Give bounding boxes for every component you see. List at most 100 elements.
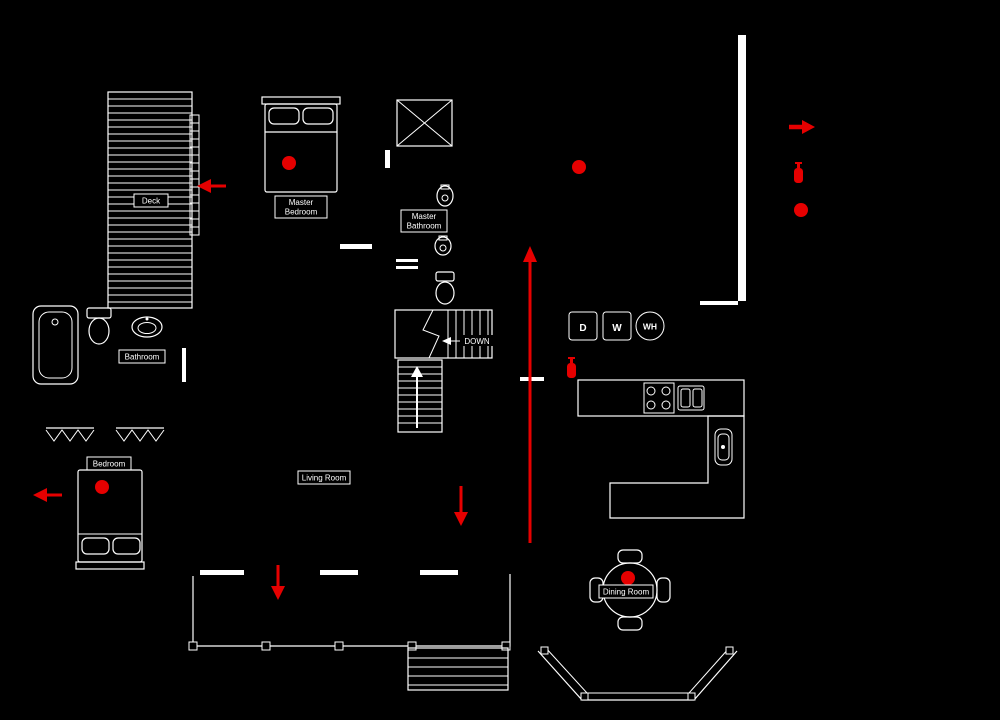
bathtub-inner: [38, 311, 73, 379]
master-bathroom-fixtures: [434, 184, 455, 305]
master-bedroom-label-line1: Master: [289, 198, 314, 207]
smoke-detector-hall: [572, 160, 586, 174]
tub-drain: [51, 318, 59, 326]
bedroom-label: Bedroom: [93, 460, 126, 469]
closet-outline: [396, 99, 453, 147]
sink-basin: [692, 388, 703, 408]
escape-arrow-down-head: [454, 512, 468, 526]
fire-extinguisher-kitchen: [567, 357, 576, 378]
toilet-bowl: [435, 281, 455, 305]
bed-pillow: [81, 537, 110, 555]
vanity-sink-basin: [137, 322, 157, 334]
dining-set: Dining Room: [589, 549, 671, 631]
kitchen-peninsula: [609, 415, 745, 519]
sink-drain: [441, 194, 449, 202]
porch-post: [501, 641, 511, 651]
escape-arrow-main-head: [523, 246, 537, 262]
escape-arrow-deck-head: [197, 179, 211, 193]
window-symbols: [45, 427, 165, 442]
window: [520, 377, 544, 381]
washer-label: W: [612, 323, 622, 334]
smoke-detector-bedroom: [95, 480, 109, 494]
door-opening: [396, 266, 418, 269]
stove-burner: [661, 400, 671, 410]
porch: [188, 574, 511, 651]
master-bathroom-label-group: Master Bathroom: [400, 209, 448, 233]
escape-arrow-porch-head: [271, 586, 285, 600]
bay-porch-outer: [537, 650, 738, 701]
escape-arrow-bedroom-head: [33, 488, 47, 502]
extinguisher-body: [567, 363, 576, 378]
kitchen: [577, 379, 745, 519]
window: [340, 244, 372, 249]
stove-burner: [646, 386, 656, 396]
kitchen-counter: [577, 379, 745, 417]
smoke-detector-right: [794, 203, 808, 217]
deck-stairs: [189, 114, 200, 236]
stair-break-line: [422, 309, 440, 359]
bed-mattress: [264, 103, 338, 193]
extinguisher-body: [794, 168, 803, 183]
pedestal-sink: [434, 236, 452, 256]
wall-opening: [700, 301, 738, 305]
up-arrow-head: [411, 366, 423, 377]
porch-post: [540, 646, 549, 655]
extinguisher-neck: [570, 358, 573, 363]
toilet-tank: [435, 271, 455, 282]
bar-sink-drain: [721, 445, 725, 449]
bed-pillow: [302, 107, 334, 125]
master-bed: [261, 96, 341, 193]
stair-treads: [447, 310, 489, 358]
master-bathroom-label-line2: Bathroom: [407, 222, 442, 231]
stairs-upper: DOWN: [394, 309, 493, 359]
porch-post: [334, 641, 344, 651]
stove: [643, 382, 675, 414]
deck: Deck: [107, 91, 200, 309]
porch-post: [580, 692, 589, 701]
porch-post: [188, 641, 198, 651]
porch-outline: [192, 574, 511, 647]
step-treads: [408, 657, 508, 686]
window-hatch: [115, 429, 165, 442]
deck-label-box: [133, 193, 169, 208]
deck-stairs-rungs: [190, 122, 199, 228]
fire-extinguisher-right: [794, 162, 803, 183]
door-opening: [182, 348, 186, 382]
porch-post: [725, 646, 734, 655]
bedroom: Bedroom: [75, 456, 145, 570]
porch-post: [687, 692, 696, 701]
steps-outline: [407, 647, 509, 691]
bed-headboard: [75, 561, 145, 570]
window: [320, 570, 358, 575]
escape-arrow-exit-head: [802, 120, 815, 134]
vanity-sink: [131, 316, 163, 338]
bathtub: [32, 305, 79, 385]
dining-chair: [617, 616, 643, 631]
front-steps: [407, 647, 509, 691]
master-bedroom-label-line2: Bedroom: [285, 208, 318, 217]
washer: [602, 311, 632, 341]
dining-chair: [617, 549, 643, 564]
door-opening: [396, 259, 418, 262]
living-room-label-group: Living Room: [297, 470, 351, 485]
living-room-label-box: [297, 470, 351, 485]
kitchen-sink: [677, 385, 705, 411]
closet: [396, 99, 453, 147]
deck-label: Deck: [142, 197, 161, 206]
down-arrow-head: [442, 337, 451, 345]
water-heater: [635, 311, 665, 341]
deck-planks: [108, 98, 192, 303]
bathroom-label-box: [118, 349, 166, 364]
window: [200, 570, 244, 575]
bed-pillow: [268, 107, 300, 125]
bathroom: Bathroom: [32, 305, 166, 385]
water-heater-label: WH: [643, 322, 657, 332]
escape-routes: [33, 120, 815, 600]
bar-sink: [714, 428, 733, 466]
stairs-outline: [397, 359, 443, 433]
wall-openings: [182, 150, 544, 575]
bed-headboard: [261, 96, 341, 105]
down-label: DOWN: [464, 337, 490, 346]
laundry: D W WH: [568, 311, 665, 341]
